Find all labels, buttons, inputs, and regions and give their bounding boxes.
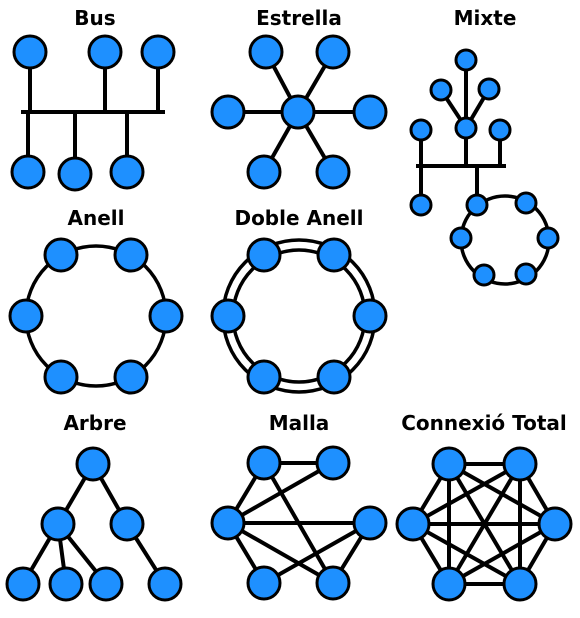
mesh-link	[410, 461, 523, 527]
network-node	[246, 237, 282, 273]
network-node	[248, 34, 284, 70]
network-node	[8, 298, 44, 334]
network-node	[472, 263, 496, 287]
network-node	[514, 262, 538, 286]
network-node	[395, 506, 431, 542]
network-node	[315, 565, 351, 601]
topology-bus	[10, 34, 176, 192]
mesh-link	[261, 520, 373, 586]
network-node	[40, 506, 76, 542]
network-node	[316, 237, 352, 273]
network-node	[431, 566, 467, 602]
network-node	[316, 359, 352, 395]
network-node	[113, 359, 149, 395]
network-node	[88, 566, 124, 602]
network-node	[246, 565, 282, 601]
label-mixte: Mixte	[454, 6, 517, 30]
mesh-link	[446, 521, 558, 587]
label-connexio-total: Connexió Total	[401, 411, 567, 435]
network-node	[57, 156, 93, 192]
network-node	[48, 566, 84, 602]
label-estrella: Estrella	[256, 6, 342, 30]
network-node	[537, 506, 573, 542]
label-malla: Malla	[269, 411, 330, 435]
label-arbre: Arbre	[63, 411, 126, 435]
network-node	[12, 34, 48, 70]
network-node	[502, 446, 538, 482]
network-node	[210, 505, 246, 541]
network-node	[315, 445, 351, 481]
network-node	[10, 154, 46, 190]
network-node	[109, 154, 145, 190]
topology-mixte	[409, 48, 560, 287]
network-node	[246, 154, 282, 190]
network-node	[315, 154, 351, 190]
network-node	[210, 94, 246, 130]
network-node	[352, 505, 388, 541]
outer-ring-cable	[221, 238, 377, 394]
network-node	[352, 298, 388, 334]
topology-arbre	[5, 446, 183, 602]
topology-doble-anell	[210, 237, 388, 395]
root-node	[75, 446, 111, 482]
network-node	[488, 118, 512, 142]
network-node	[109, 506, 145, 542]
network-node	[449, 226, 473, 250]
topology-estrella	[210, 34, 388, 190]
network-node	[113, 237, 149, 273]
label-anell: Anell	[68, 206, 125, 230]
ring-cable	[24, 244, 168, 388]
label-bus: Bus	[74, 6, 115, 30]
mesh-link	[225, 460, 336, 526]
hub-node	[280, 94, 316, 130]
label-doble-anell: Doble Anell	[234, 206, 363, 230]
mesh-link	[410, 521, 523, 587]
network-node	[429, 78, 453, 102]
network-node	[5, 566, 41, 602]
network-node	[246, 359, 282, 395]
inner-ring-cable	[231, 248, 367, 384]
network-node	[454, 116, 478, 140]
network-node	[147, 566, 183, 602]
network-node	[409, 193, 433, 217]
network-node	[454, 48, 478, 72]
network-node	[43, 359, 79, 395]
network-node	[352, 94, 388, 130]
network-node	[514, 191, 538, 215]
network-node	[409, 118, 433, 142]
network-node	[87, 34, 123, 70]
network-node	[148, 298, 184, 334]
network-node	[431, 446, 467, 482]
network-node	[465, 193, 489, 217]
network-node	[502, 566, 538, 602]
topology-malla	[210, 445, 388, 601]
network-node	[43, 237, 79, 273]
network-node	[140, 34, 176, 70]
network-node	[536, 226, 560, 250]
topology-connexio-total	[395, 446, 573, 602]
network-node	[315, 34, 351, 70]
network-node	[246, 445, 282, 481]
mesh-link	[225, 520, 336, 586]
network-node	[477, 77, 501, 101]
network-node	[210, 298, 246, 334]
topology-anell	[8, 237, 184, 395]
